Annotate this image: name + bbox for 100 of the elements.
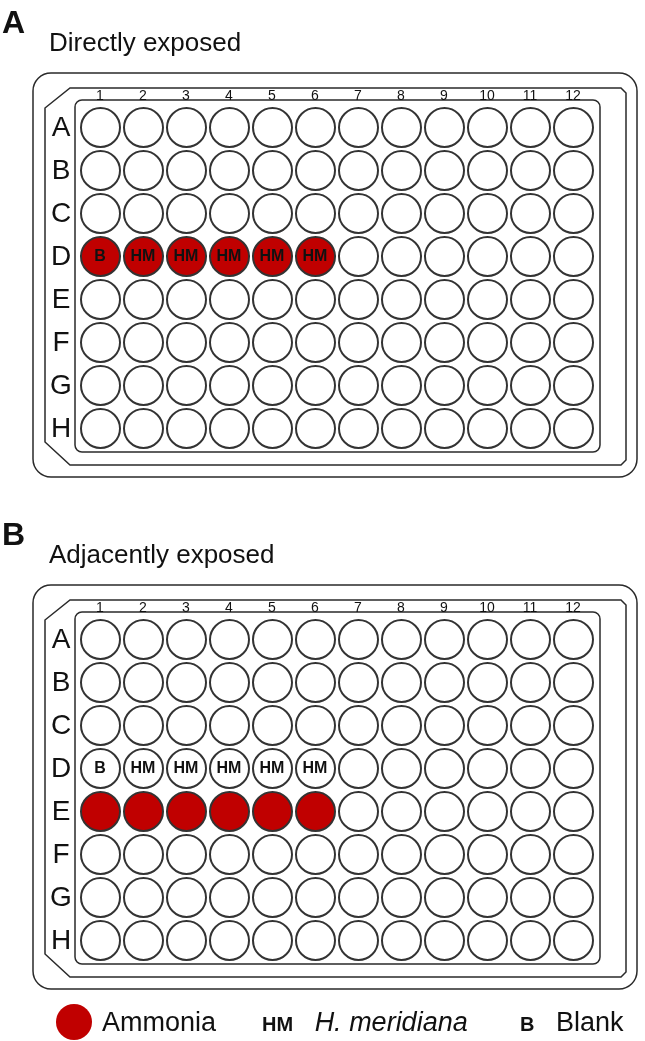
well bbox=[208, 790, 250, 832]
well bbox=[552, 321, 594, 363]
well bbox=[423, 192, 465, 234]
column-number: 1 bbox=[96, 88, 104, 102]
well bbox=[380, 321, 422, 363]
well bbox=[337, 407, 379, 449]
well bbox=[79, 321, 121, 363]
well bbox=[208, 876, 250, 918]
well bbox=[509, 919, 551, 961]
column-number: 1 bbox=[96, 600, 104, 614]
legend-label: Ammonia bbox=[102, 1006, 217, 1038]
well bbox=[380, 618, 422, 660]
well bbox=[337, 278, 379, 320]
well bbox=[423, 790, 465, 832]
well bbox=[165, 618, 207, 660]
well bbox=[165, 321, 207, 363]
row-letter: B bbox=[51, 668, 71, 696]
column-number: 3 bbox=[182, 88, 190, 102]
well bbox=[165, 833, 207, 875]
well bbox=[122, 618, 164, 660]
well bbox=[122, 747, 164, 789]
well bbox=[208, 235, 250, 277]
well bbox=[337, 321, 379, 363]
well bbox=[380, 704, 422, 746]
row-letter: H bbox=[50, 926, 72, 954]
well bbox=[122, 876, 164, 918]
well bbox=[294, 106, 336, 148]
well bbox=[122, 235, 164, 277]
well bbox=[509, 192, 551, 234]
well-label: HM bbox=[130, 760, 156, 776]
well bbox=[251, 278, 293, 320]
well bbox=[423, 149, 465, 191]
well bbox=[466, 364, 508, 406]
well bbox=[380, 149, 422, 191]
well bbox=[294, 876, 336, 918]
column-number: 4 bbox=[225, 600, 233, 614]
well-label: HM bbox=[173, 248, 199, 264]
well bbox=[509, 407, 551, 449]
well bbox=[294, 833, 336, 875]
well bbox=[380, 278, 422, 320]
well bbox=[208, 919, 250, 961]
row-letter: C bbox=[50, 711, 72, 739]
well bbox=[466, 747, 508, 789]
well bbox=[380, 790, 422, 832]
row-letter: C bbox=[50, 199, 72, 227]
well bbox=[251, 407, 293, 449]
well bbox=[208, 364, 250, 406]
well bbox=[509, 790, 551, 832]
well bbox=[552, 235, 594, 277]
well bbox=[509, 704, 551, 746]
well bbox=[466, 278, 508, 320]
well bbox=[380, 407, 422, 449]
well bbox=[509, 278, 551, 320]
well bbox=[251, 235, 293, 277]
well bbox=[466, 106, 508, 148]
legend-label: B Blank bbox=[520, 1006, 624, 1039]
well bbox=[509, 321, 551, 363]
column-number: 2 bbox=[139, 88, 147, 102]
well bbox=[294, 661, 336, 703]
well bbox=[466, 704, 508, 746]
well bbox=[552, 790, 594, 832]
row-letter: D bbox=[50, 754, 72, 782]
well bbox=[380, 364, 422, 406]
column-number: 11 bbox=[522, 88, 538, 102]
well bbox=[509, 876, 551, 918]
panel-letter: B bbox=[2, 518, 26, 550]
well bbox=[251, 661, 293, 703]
well bbox=[294, 407, 336, 449]
row-letter: F bbox=[52, 328, 70, 356]
well bbox=[423, 235, 465, 277]
well bbox=[294, 790, 336, 832]
well bbox=[165, 278, 207, 320]
well bbox=[79, 364, 121, 406]
well-label: HM bbox=[259, 248, 285, 264]
well bbox=[122, 919, 164, 961]
well bbox=[337, 747, 379, 789]
well bbox=[165, 364, 207, 406]
well bbox=[509, 364, 551, 406]
well bbox=[509, 833, 551, 875]
well-label: HM bbox=[259, 760, 285, 776]
column-number: 10 bbox=[479, 88, 495, 102]
well bbox=[380, 235, 422, 277]
well bbox=[294, 278, 336, 320]
well bbox=[251, 876, 293, 918]
legend-label: HM H. meridiana bbox=[262, 1006, 468, 1039]
well bbox=[79, 919, 121, 961]
well bbox=[466, 833, 508, 875]
well bbox=[380, 919, 422, 961]
well bbox=[552, 919, 594, 961]
well bbox=[552, 149, 594, 191]
row-letter: A bbox=[51, 113, 71, 141]
well bbox=[423, 661, 465, 703]
well bbox=[79, 704, 121, 746]
well bbox=[251, 192, 293, 234]
well-label: HM bbox=[216, 248, 242, 264]
well bbox=[423, 618, 465, 660]
well bbox=[294, 747, 336, 789]
well bbox=[294, 149, 336, 191]
row-letter: D bbox=[50, 242, 72, 270]
well bbox=[423, 919, 465, 961]
